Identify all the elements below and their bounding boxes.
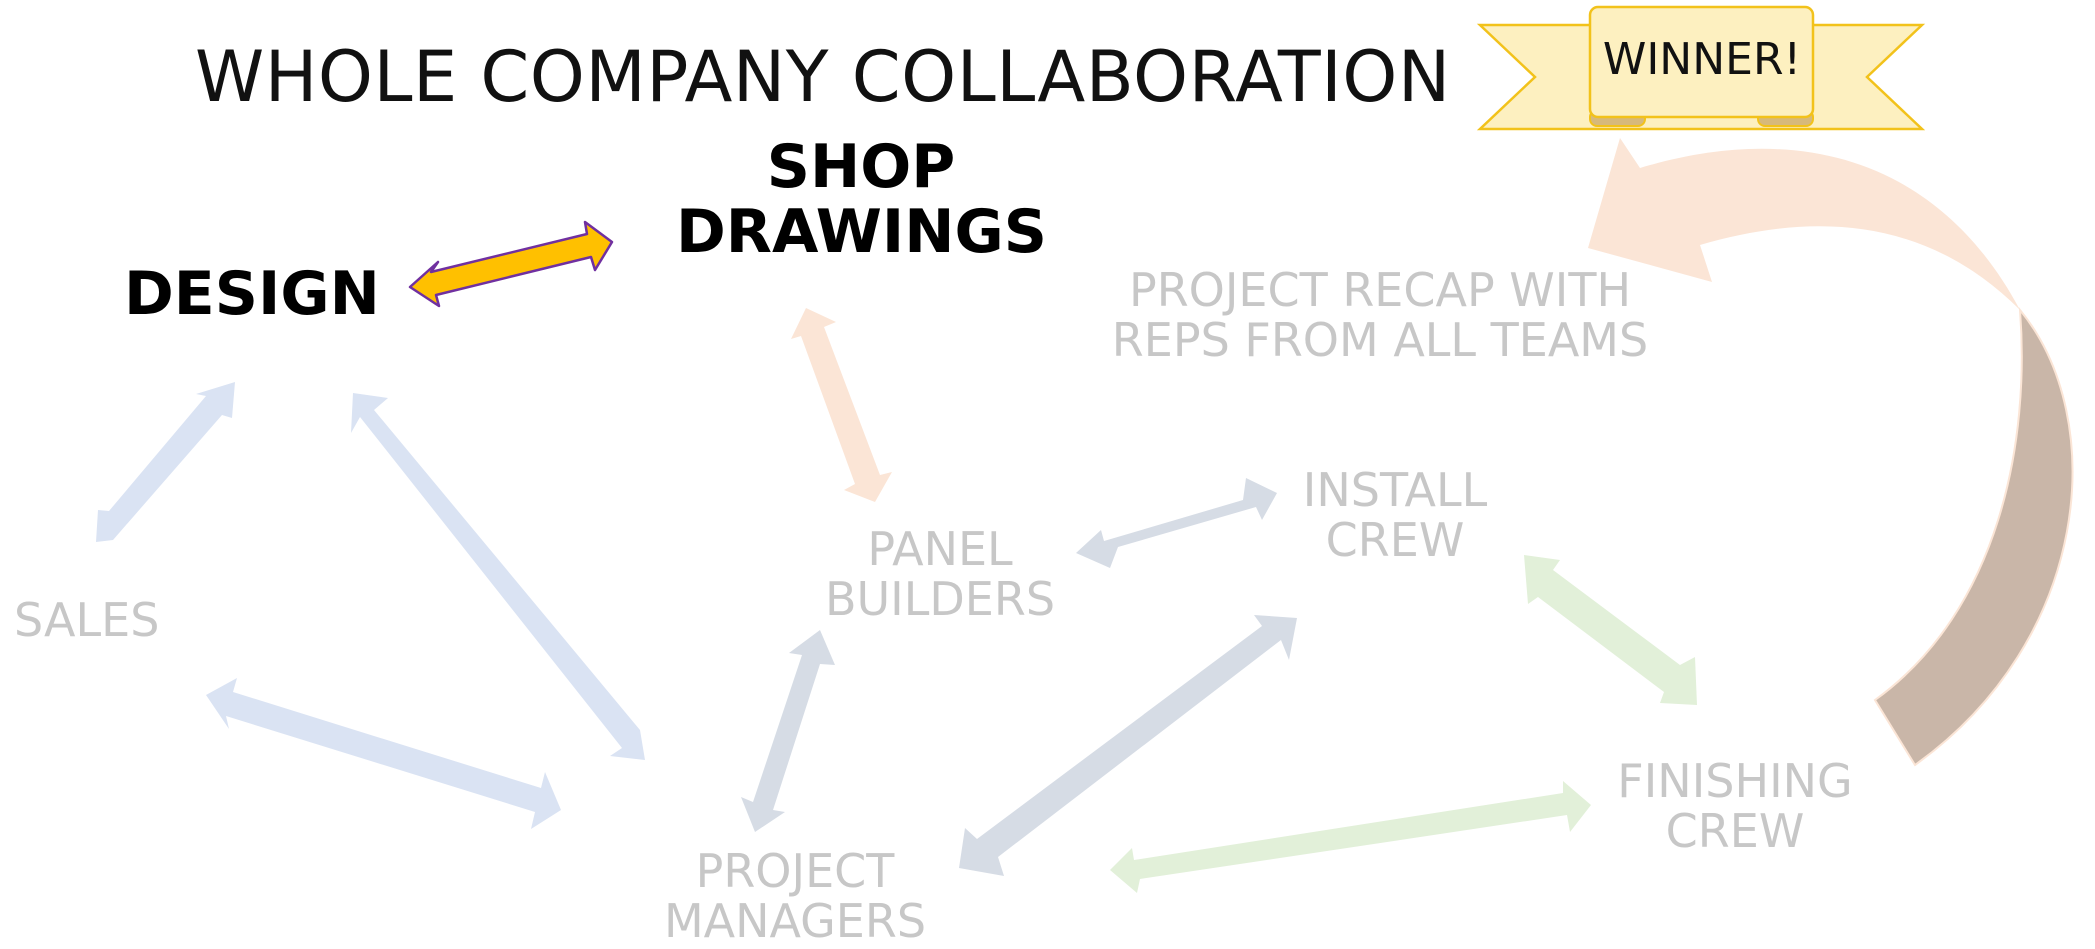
arrow-shop-drawings-panel-builders (791, 308, 892, 502)
node-panel-builders: PANEL BUILDERS (820, 522, 1060, 626)
node-shop-drawings-line1: SHOP (766, 132, 956, 202)
winner-label: WINNER! (1602, 34, 1802, 85)
node-project-recap: PROJECT RECAP WITH REPS FROM ALL TEAMS (1090, 263, 1670, 367)
curved-arrow-body-dark (1873, 306, 2074, 767)
node-install-crew-line1: INSTALL (1302, 463, 1488, 517)
node-shop-drawings-line2: DRAWINGS (676, 196, 1047, 267)
arrow-install-crew-project-managers (959, 615, 1297, 876)
node-finishing-crew-line2: CREW (1665, 803, 1805, 858)
node-shop-drawings: SHOP DRAWINGS (676, 132, 1047, 267)
arrow-install-crew-finishing-crew (1524, 555, 1697, 705)
node-project-managers: PROJECT MANAGERS (650, 844, 940, 948)
arrow-design-sales (96, 382, 235, 542)
node-project-recap-line2: REPS FROM ALL TEAMS (1111, 312, 1649, 367)
curved-arrow-body-light (1588, 138, 2020, 310)
arrow-design-project-managers (351, 393, 645, 760)
node-sales: SALES (14, 593, 160, 647)
node-panel-builders-line1: PANEL (867, 522, 1013, 576)
banner-face (1588, 5, 1815, 119)
recap-curved-arrow (1588, 138, 2074, 767)
node-finishing-crew-line1: FINISHING (1617, 754, 1853, 808)
arrow-sales-project-managers (206, 678, 561, 829)
arrow-project-managers-finishing-crew (1110, 781, 1591, 893)
node-project-managers-line2: MANAGERS (663, 893, 927, 948)
node-project-managers-line1: PROJECT (695, 844, 895, 898)
page-title: WHOLE COMPANY COLLABORATION (195, 36, 1451, 118)
arrow-panel-builders-project-managers (741, 630, 835, 832)
arrow-design-shop-drawings (408, 220, 614, 308)
node-panel-builders-line2: BUILDERS (824, 571, 1056, 626)
node-install-crew: INSTALL CREW (1285, 463, 1505, 567)
arrow-panel-builders-install-crew (1076, 478, 1277, 568)
node-design: DESIGN (124, 259, 380, 329)
node-project-recap-line1: PROJECT RECAP WITH (1128, 263, 1632, 317)
node-finishing-crew: FINISHING CREW (1600, 754, 1870, 858)
winner-banner (1476, 5, 1926, 131)
node-install-crew-line2: CREW (1325, 512, 1465, 567)
